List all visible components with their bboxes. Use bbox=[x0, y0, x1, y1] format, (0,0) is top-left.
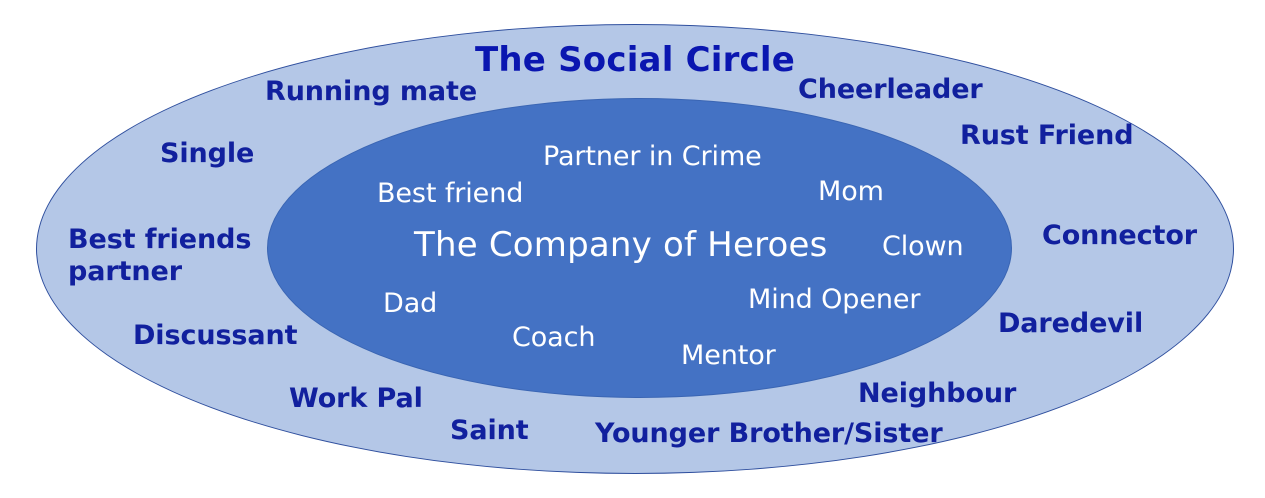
label-connector: Connector bbox=[1042, 220, 1197, 251]
label-discussant: Discussant bbox=[133, 320, 298, 351]
label-daredevil: Daredevil bbox=[998, 308, 1144, 339]
title-the-company-of-heroes: The Company of Heroes bbox=[414, 225, 828, 265]
label-dad: Dad bbox=[383, 288, 438, 319]
title-the-social-circle: The Social Circle bbox=[475, 40, 796, 80]
label-cheerleader: Cheerleader bbox=[798, 74, 983, 105]
label-coach: Coach bbox=[512, 322, 596, 353]
inner-ellipse-company-of-heroes bbox=[267, 98, 1012, 398]
label-mind-opener: Mind Opener bbox=[748, 284, 921, 315]
label-saint: Saint bbox=[450, 415, 529, 446]
label-clown: Clown bbox=[882, 231, 964, 262]
label-partner-in-crime: Partner in Crime bbox=[543, 141, 762, 172]
label-best-friends-partner: Best friends partner bbox=[68, 224, 252, 287]
label-mom: Mom bbox=[818, 176, 884, 207]
label-mentor: Mentor bbox=[681, 340, 776, 371]
label-single: Single bbox=[160, 138, 255, 169]
label-running-mate: Running mate bbox=[265, 76, 478, 107]
label-work-pal: Work Pal bbox=[289, 383, 423, 414]
label-best-friend: Best friend bbox=[377, 178, 524, 209]
label-neighbour: Neighbour bbox=[858, 378, 1017, 409]
label-younger-brother-sister: Younger Brother/Sister bbox=[595, 418, 943, 449]
label-rust-friend: Rust Friend bbox=[960, 120, 1134, 151]
